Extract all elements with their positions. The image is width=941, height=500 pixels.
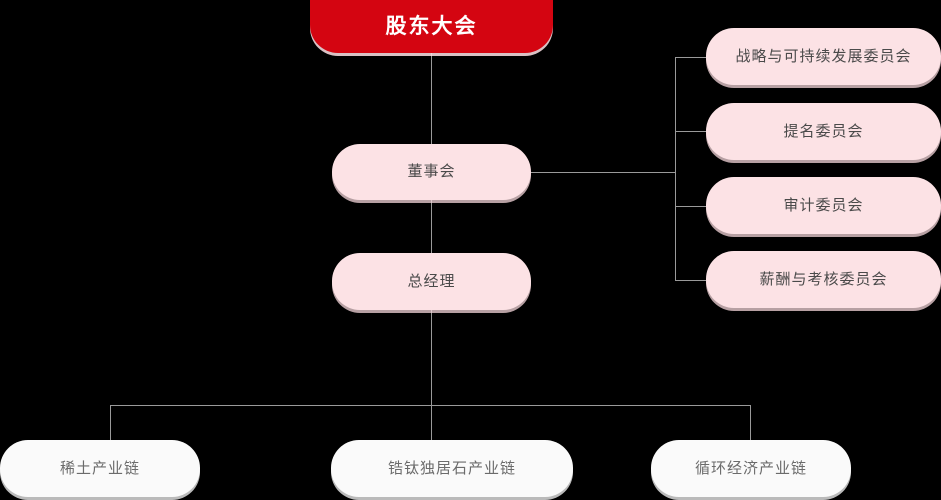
node-industry-chain-3-label: 循环经济产业链 <box>694 459 807 477</box>
node-industry-chain-circular-economy[interactable]: 循环经济产业链 <box>651 440 851 497</box>
node-shareholders-meeting[interactable]: 股东大会 <box>310 0 553 53</box>
node-committee-audit[interactable]: 审计委员会 <box>706 177 941 234</box>
connector-board-to-general-manager <box>431 200 432 253</box>
node-shareholders-meeting-label: 股东大会 <box>385 14 478 38</box>
connector-board-to-committee-bus <box>530 172 676 173</box>
node-general-manager[interactable]: 总经理 <box>332 253 531 310</box>
connector-committee-trunk <box>675 57 676 281</box>
connector-general-manager-to-bus <box>431 310 432 440</box>
node-committee-3-label: 审计委员会 <box>783 196 864 214</box>
connector-stub-committee-3 <box>675 206 706 207</box>
node-industry-chain-1-label: 稀土产业链 <box>59 459 140 477</box>
node-board-of-directors[interactable]: 董事会 <box>332 144 531 200</box>
connector-root-to-board <box>431 50 432 144</box>
node-general-manager-label: 总经理 <box>407 272 456 290</box>
connector-stub-committee-1 <box>675 57 706 58</box>
connector-drop-chain-3 <box>750 405 751 440</box>
node-committee-nomination[interactable]: 提名委员会 <box>706 103 941 160</box>
node-industry-chain-2-label: 锆钛独居石产业链 <box>387 459 516 477</box>
node-committee-2-label: 提名委员会 <box>783 122 864 140</box>
connector-industry-chain-bus <box>110 405 751 406</box>
node-board-of-directors-label: 董事会 <box>407 163 456 180</box>
node-committee-4-label: 薪酬与考核委员会 <box>759 270 888 288</box>
connector-stub-committee-4 <box>675 280 706 281</box>
node-industry-chain-zirconium-titanium-monazite[interactable]: 锆钛独居石产业链 <box>331 440 573 497</box>
node-committee-1-label: 战略与可持续发展委员会 <box>735 47 912 65</box>
node-industry-chain-rare-earth[interactable]: 稀土产业链 <box>0 440 200 497</box>
connector-stub-committee-2 <box>675 131 706 132</box>
connector-drop-chain-1 <box>110 405 111 440</box>
node-committee-remuneration-appraisal[interactable]: 薪酬与考核委员会 <box>706 251 941 308</box>
node-committee-strategy-sustainable-development[interactable]: 战略与可持续发展委员会 <box>706 28 941 85</box>
